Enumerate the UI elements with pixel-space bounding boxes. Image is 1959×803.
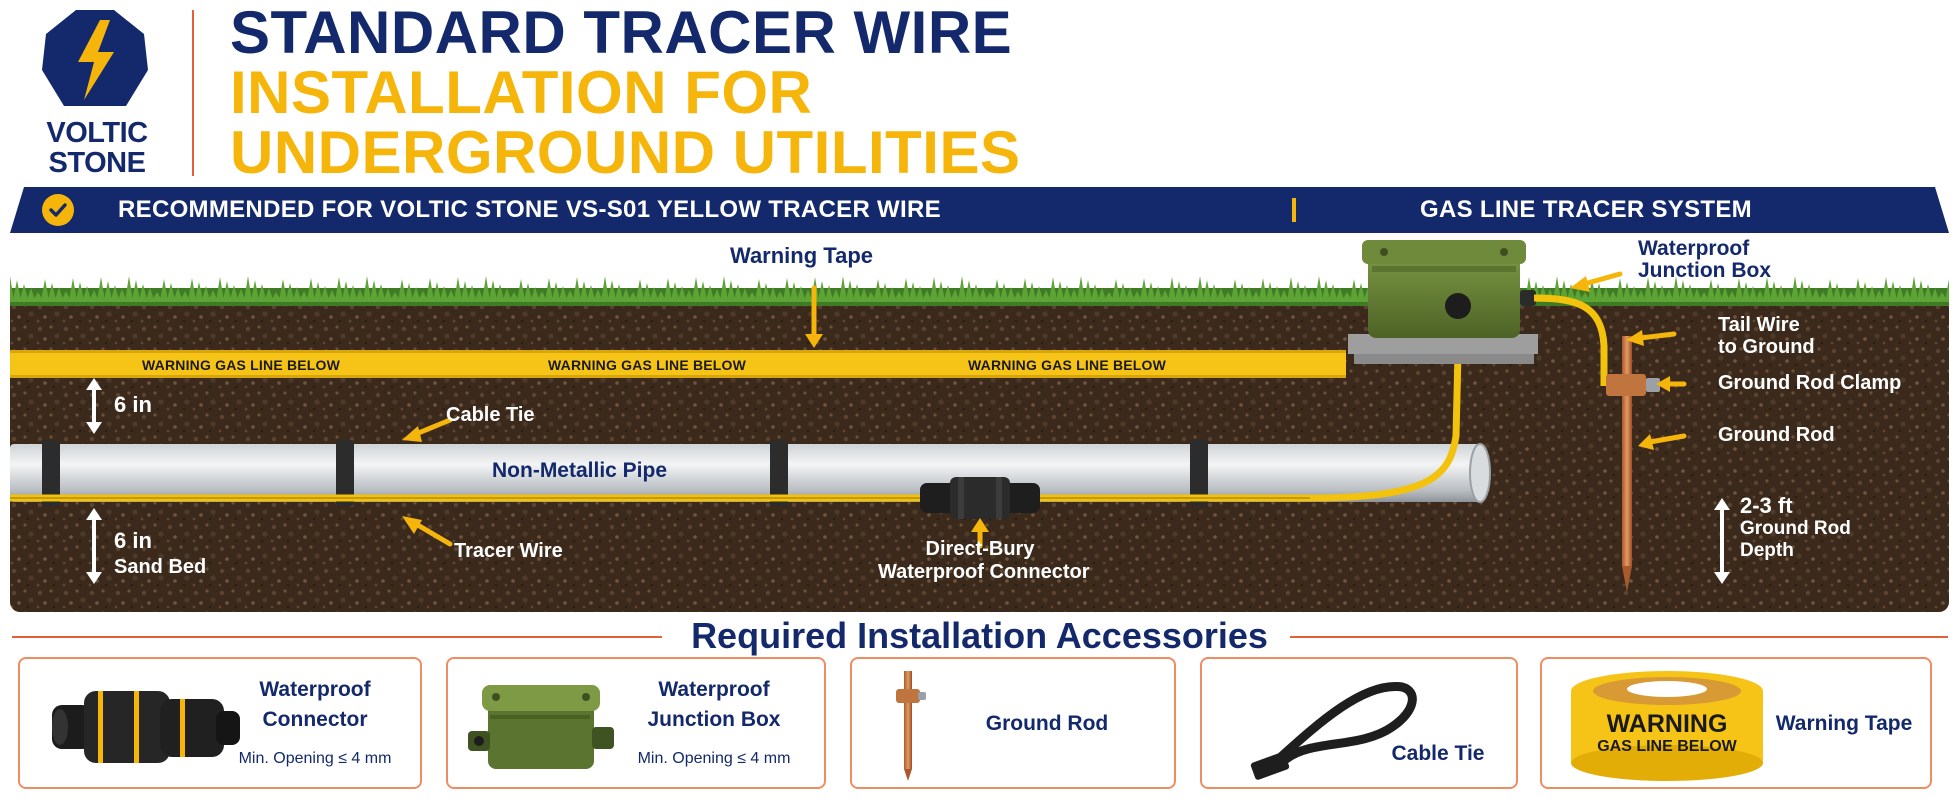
callout-arrows [402, 271, 1687, 549]
ground-rod-clamp [1606, 374, 1646, 396]
accessory-card-junction-box-name-line1: Waterproof [658, 678, 770, 701]
accessory-card-connector-spec: Min. Opening ≤ 4 mm [238, 750, 392, 767]
junction-box-label-line2: Junction Box [1638, 259, 1772, 282]
banner-separator [1292, 198, 1296, 222]
rod-depth-line3: Depth [1740, 540, 1794, 561]
warning-tape-strip [10, 350, 1346, 378]
waterproof-junction-box [1348, 240, 1538, 364]
cable-ties [42, 440, 1208, 506]
page-title-line1: STANDARD TRACER WIRE [230, 0, 1013, 66]
tape-print-1: WARNING GAS LINE BELOW [142, 357, 341, 373]
accessories-title: Required Installation Accessories [0, 614, 1959, 658]
accessories-title-text: Required Installation Accessories [677, 615, 1282, 656]
rod-depth-line2: Ground Rod [1740, 518, 1851, 539]
rod-depth-value: 2-3 ft [1740, 493, 1793, 518]
connector-label-line1: Direct-Bury [925, 538, 1035, 560]
ground-rod-clamp-label: Ground Rod Clamp [1718, 372, 1902, 394]
accessories-header: Required Installation Accessories [0, 614, 1959, 658]
accessories-rule-left [12, 636, 662, 638]
banner-right-text: GAS LINE TRACER SYSTEM [1420, 196, 1752, 223]
connector-label-line2: Waterproof Connector [878, 561, 1090, 583]
brand-name-line2: STONE [48, 147, 146, 179]
accessory-card-cable-tie-name: Cable Tie [1391, 742, 1485, 765]
brand-name: VOLTIC STONE [26, 118, 168, 178]
sand-bed-label: Sand Bed [114, 556, 207, 578]
accessory-card-ground-rod-name: Ground Rod [985, 712, 1109, 735]
tail-wire-label-line1: Tail Wire [1718, 314, 1800, 336]
accessories-rule-right [1290, 636, 1948, 638]
lightning-badge-icon [42, 10, 148, 106]
rod-depth-label: 2-3 ft Ground Rod Depth [1740, 494, 1851, 562]
junction-box-label-line1: Waterproof [1638, 237, 1750, 260]
cable-tie-label: Cable Tie [446, 404, 535, 426]
tape-print-3: WARNING GAS LINE BELOW [968, 357, 1167, 373]
non-metallic-pipe [10, 444, 1480, 502]
waterproof-connector-icon [52, 691, 240, 763]
tail-wire [1533, 294, 1608, 386]
tape-print-2: WARNING GAS LINE BELOW [548, 357, 747, 373]
accessory-card-junction-box-spec: Min. Opening ≤ 4 mm [637, 750, 791, 767]
accessory-card-connector-name-line1: Waterproof [259, 678, 371, 701]
recommendation-banner: RECOMMENDED FOR VOLTIC STONE VS-S01 YELL… [10, 187, 1949, 233]
accessory-card-junction-box-name-line2: Junction Box [647, 708, 781, 731]
accessory-card-connector-name: Waterproof Connector [220, 675, 410, 735]
cable-tie-icon [1250, 682, 1417, 780]
depth-top-label: 6 in [114, 392, 152, 417]
page-title-line2: INSTALLATION FOR [230, 59, 813, 126]
header-divider [192, 10, 194, 176]
soil-cross-section [10, 236, 1949, 612]
tail-wire-label: Tail Wire to Ground [1718, 314, 1815, 358]
page-title-line3: UNDERGROUND UTILITIES [230, 119, 1021, 186]
tape-roll-print-gas: GAS LINE BELOW [1597, 738, 1737, 755]
warning-tape-label: Warning Tape [730, 243, 873, 268]
tail-wire-label-line2: to Ground [1718, 336, 1815, 358]
accessory-card-ground-rod: Ground Rod [850, 657, 1176, 789]
brand-name-line1: VOLTIC [46, 117, 148, 149]
accessory-card-warning-tape: WARNING GAS LINE BELOW Warning Tape [1540, 657, 1932, 789]
installation-diagram: WARNING GAS LINE BELOW WARNING GAS LINE … [10, 236, 1949, 612]
banner-left-text: RECOMMENDED FOR VOLTIC STONE VS-S01 YELL… [118, 196, 941, 223]
accessory-card-cable-tie: Cable Tie [1200, 657, 1518, 789]
tape-roll-print-warning: WARNING [1606, 710, 1728, 738]
ground-rod-label: Ground Rod [1718, 424, 1835, 446]
junction-box-label: Waterproof Junction Box [1638, 238, 1771, 282]
ground-rod-icon [896, 671, 926, 781]
depth-arrows [86, 378, 1730, 584]
accessory-card-connector-name-line2: Connector [262, 708, 368, 731]
direct-bury-connector [920, 477, 1040, 519]
ground-rod-assembly [1606, 336, 1660, 592]
accessory-card-warning-tape-name: Warning Tape [1775, 712, 1913, 735]
brand-logo: VOLTIC STONE [26, 8, 168, 178]
check-circle-icon [42, 194, 74, 226]
accessory-card-junction-box: Waterproof Junction Box Min. Opening ≤ 4… [446, 657, 826, 789]
junction-box-icon [468, 685, 614, 769]
accessory-card-connector: Waterproof Connector Min. Opening ≤ 4 mm [18, 657, 422, 789]
tracer-wire-label: Tracer Wire [454, 540, 563, 562]
warning-tape-roll-icon [1571, 671, 1763, 781]
accessory-card-junction-box-name: Waterproof Junction Box [616, 675, 812, 735]
pipe-label: Non-Metallic Pipe [492, 459, 668, 482]
connector-label: Direct-Bury Waterproof Connector [878, 538, 1090, 584]
depth-bottom-label: 6 in [114, 528, 152, 553]
